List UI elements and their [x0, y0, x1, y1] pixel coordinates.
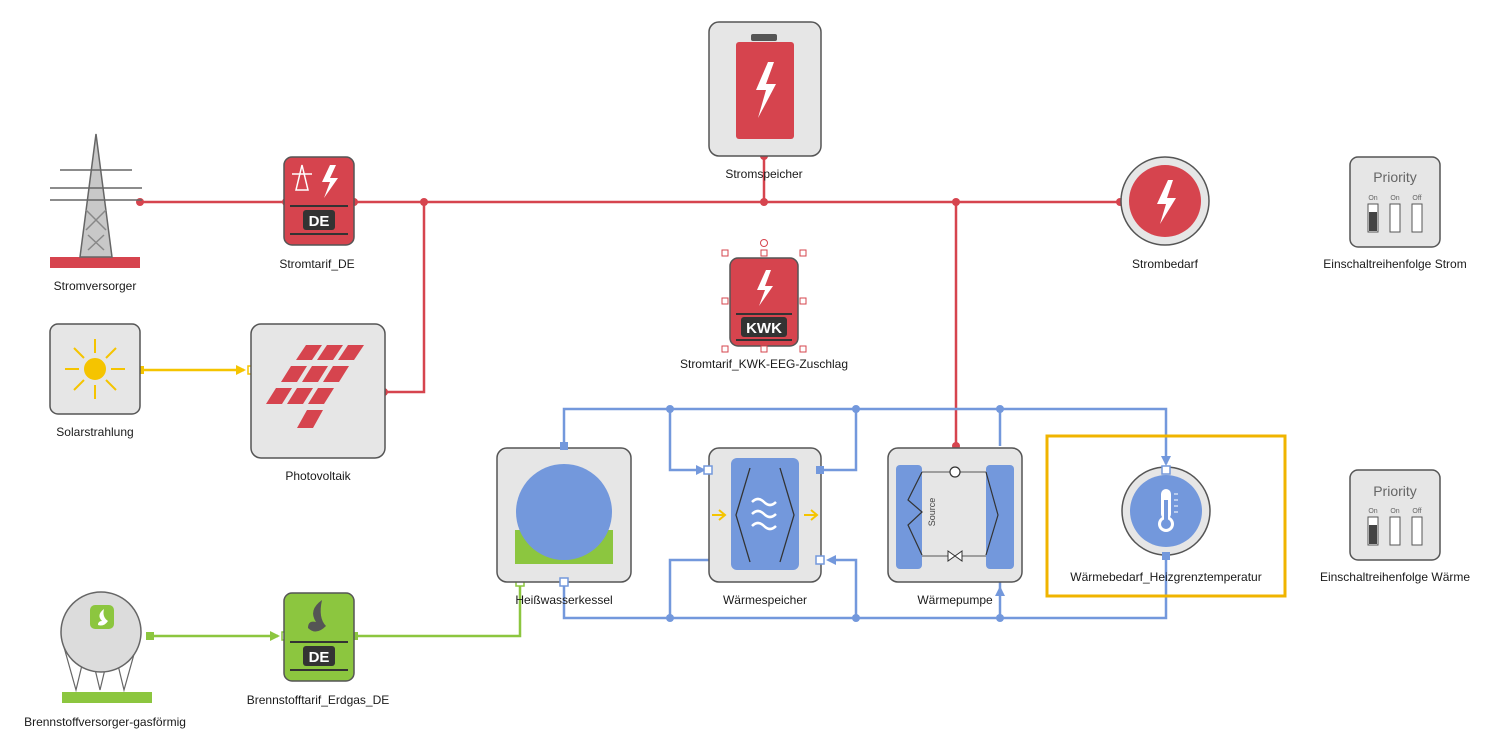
gas-tank-icon [60, 591, 152, 703]
strombedarf-label: Strombedarf [1131, 257, 1199, 271]
pv-electric-line[interactable] [384, 202, 426, 394]
priority-switches-icon [1367, 203, 1423, 233]
power-pylon-icon [50, 133, 142, 258]
photovoltaik-node[interactable] [250, 323, 386, 459]
battery-icon [736, 34, 794, 139]
brennstoffversorger-label: Brennstoffversorger-gasförmig [24, 715, 186, 729]
gas-tariff-icon [290, 600, 348, 671]
solarstrahlung-label: Solarstrahlung [56, 425, 134, 439]
stromtarif-de-badge: DE [309, 213, 330, 230]
stromversorger-node[interactable] [50, 133, 142, 268]
waermepumpe-node[interactable]: Source [887, 447, 1023, 583]
heat-connections [562, 407, 1168, 620]
brennstofftarif-label: Brennstofftarif_Erdgas_DE [246, 693, 390, 707]
svg-text:On: On [1390, 195, 1399, 202]
kwk-badge: KWK [746, 320, 782, 337]
sun-icon [65, 339, 125, 399]
waermebedarf-node[interactable] [1045, 434, 1287, 598]
stromtarif-kwk-label: Stromtarif_KWK-EEG-Zuschlag [679, 357, 849, 371]
stromtarif-kwk-node[interactable]: KWK [721, 239, 807, 353]
solarstrahlung-node[interactable] [49, 323, 141, 415]
priority-title: Priority [1373, 169, 1417, 185]
heisswasserkessel-node[interactable] [496, 442, 632, 587]
brennstofftarif-node[interactable]: DE [283, 592, 355, 682]
priority-switches-icon [1367, 516, 1423, 546]
svg-text:Off: Off [1412, 195, 1421, 202]
brennstoffversorger-node[interactable] [60, 591, 152, 703]
svg-text:On: On [1368, 195, 1377, 202]
solar-connection [136, 365, 257, 375]
electric-demand-icon [1129, 165, 1201, 237]
einschalt-waerme-label: Einschaltreihenfolge Wärme [1319, 570, 1471, 584]
stromspeicher-node[interactable] [708, 21, 822, 157]
photovoltaik-label: Photovoltaik [285, 469, 351, 483]
waermespeicher-label: Wärmespeicher [722, 593, 808, 607]
einschalt-strom-label: Einschaltreihenfolge Strom [1323, 257, 1467, 271]
solar-panel-icon [266, 345, 364, 428]
heisswasserkessel-label: Heißwasserkessel [515, 593, 613, 607]
electric-tariff-icon [290, 164, 348, 235]
waermebedarf-label: Wärmebedarf_Heizgrenztemperatur [1070, 570, 1262, 584]
heat-storage-icon [712, 458, 819, 570]
svg-text:On: On [1368, 508, 1377, 515]
einschalt-waerme-node[interactable]: Priority On On Off [1349, 469, 1441, 561]
brennstofftarif-badge: DE [309, 649, 330, 666]
priority-title: Priority [1373, 483, 1417, 499]
kwk-tariff-icon [736, 270, 792, 341]
waermespeicher-node[interactable] [703, 447, 825, 583]
einschalt-strom-node[interactable]: Priority On On Off [1349, 156, 1441, 248]
gas-connections [150, 582, 522, 638]
stromspeicher-label: Stromspeicher [725, 167, 803, 181]
selection-frame [1045, 434, 1287, 598]
svg-text:Off: Off [1412, 508, 1421, 515]
heat-pump-icon [896, 465, 1014, 569]
boiler-icon [515, 464, 613, 564]
svg-text:On: On [1390, 508, 1399, 515]
source-label: Source [927, 498, 937, 527]
stromtarif-de-node[interactable]: DE [283, 156, 355, 246]
selection-handles [721, 239, 807, 353]
stromversorger-label: Stromversorger [53, 279, 137, 293]
stromtarif-de-label: Stromtarif_DE [279, 257, 355, 271]
waermepumpe-label: Wärmepumpe [917, 593, 993, 607]
strombedarf-node[interactable] [1120, 156, 1210, 246]
thermometer-icon [1130, 475, 1202, 547]
